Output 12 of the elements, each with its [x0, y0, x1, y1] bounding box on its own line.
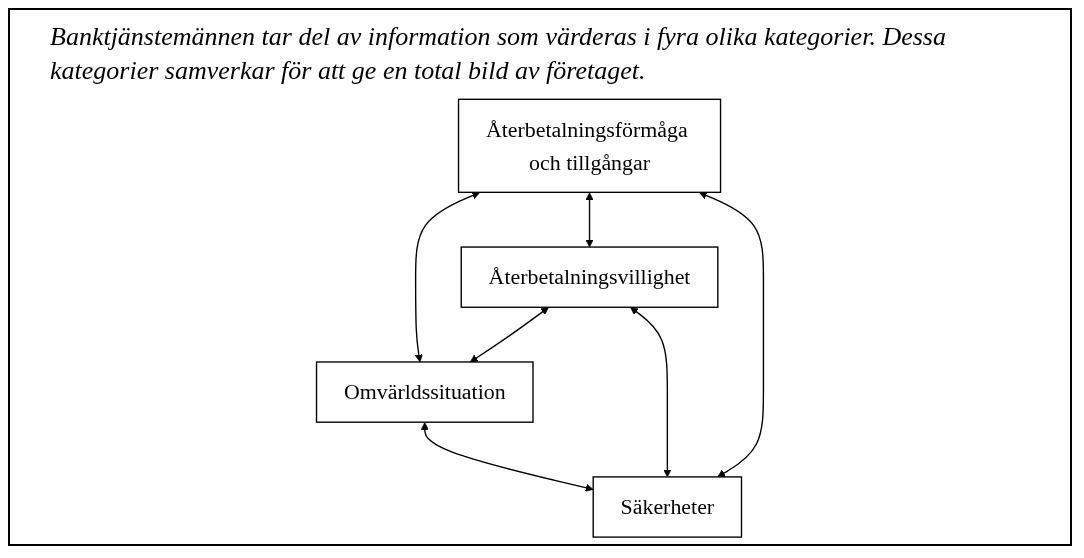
node-box — [460, 245, 719, 308]
arrow — [414, 191, 481, 362]
arrow — [420, 421, 594, 492]
arrow — [469, 306, 549, 362]
arrow — [630, 306, 672, 477]
arrow — [585, 191, 594, 247]
node-box — [315, 360, 534, 423]
title: Banktjänstemännen tar del av information som värderas i fyra olika kategorier. Dessa kategorier samverkar för att ge en total bild av företaget. — [50, 21, 947, 87]
arrow — [699, 191, 765, 477]
node-box — [457, 98, 722, 193]
node-box — [592, 475, 743, 538]
frame-border: Banktjänstemännen tar del av information som värderas i fyra olika kategorier. Dessa kategorier samverkar för att ge en total bild av företaget. Återbetalningsförmåga och tillgångar Återbetalningsvillighet Omvärldssituation Säkerheter — [8, 8, 1072, 546]
